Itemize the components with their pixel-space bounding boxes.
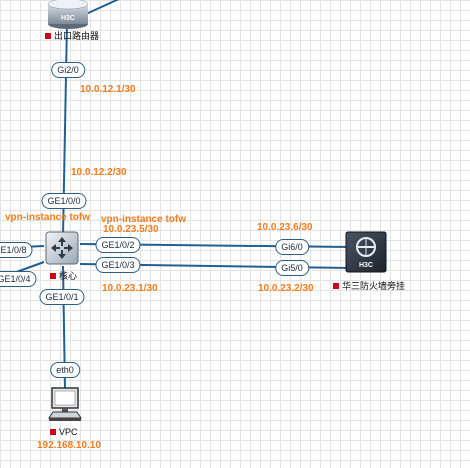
ip-router-link: 10.0.12.1/30 [80, 84, 136, 95]
core-switch-icon [45, 231, 79, 265]
core-switch-device[interactable] [44, 230, 80, 266]
firewall-icon: H3C [345, 231, 387, 273]
ip-fw-bottom: 10.0.23.2/30 [258, 283, 314, 294]
pc-icon [48, 387, 82, 421]
firewall-name: 华三防火墙旁挂 [333, 279, 405, 292]
firewall-marker [333, 282, 339, 289]
router-name: 出口路由器 [45, 29, 99, 42]
port-vpc-eth0: eth0 [50, 362, 80, 378]
port-firewall-gi6-0: Gi6/0 [275, 239, 309, 255]
vpn-label-right: vpn-instance tofw [101, 214, 187, 225]
port-core-ge1-0-0: GE1/0/0 [41, 193, 87, 209]
ip-core-to-fw-top: 10.0.23.5/30 [103, 224, 159, 235]
router-marker [45, 32, 51, 39]
port-core-ge1-0-1: GE1/0/1 [39, 289, 85, 305]
vpc-name: VPC [50, 427, 78, 437]
vpn-label-left: vpn-instance tofw [5, 212, 91, 223]
port-core-ge1-0-8: GE1/0/8 [0, 242, 33, 258]
ip-core-uplink: 10.0.12.2/30 [71, 167, 127, 178]
svg-text:H3C: H3C [61, 15, 75, 22]
router-device[interactable]: H3C [46, 0, 90, 30]
core-marker [50, 272, 56, 279]
port-core-ge1-0-2: GE1/0/2 [95, 237, 141, 253]
vpc-device[interactable] [47, 386, 83, 424]
svg-text:H3C: H3C [359, 262, 373, 269]
ip-fw-top: 10.0.23.6/30 [257, 222, 313, 233]
link-router-upstream [85, 0, 120, 15]
vpc-ip: 192.168.10.10 [37, 440, 101, 451]
vpc-marker [50, 428, 56, 435]
core-name: 核心 [50, 269, 77, 282]
ip-core-to-fw-bottom: 10.0.23.1/30 [102, 283, 158, 294]
port-firewall-gi5-0: Gi5/0 [275, 260, 309, 276]
port-core-ge1-0-4: GE1/0/4 [0, 271, 37, 287]
router-icon: H3C [47, 0, 89, 29]
firewall-device[interactable]: H3C [344, 230, 388, 274]
port-router-gi2-0: Gi2/0 [51, 62, 85, 78]
port-core-ge1-0-3: GE1/0/3 [95, 257, 141, 273]
